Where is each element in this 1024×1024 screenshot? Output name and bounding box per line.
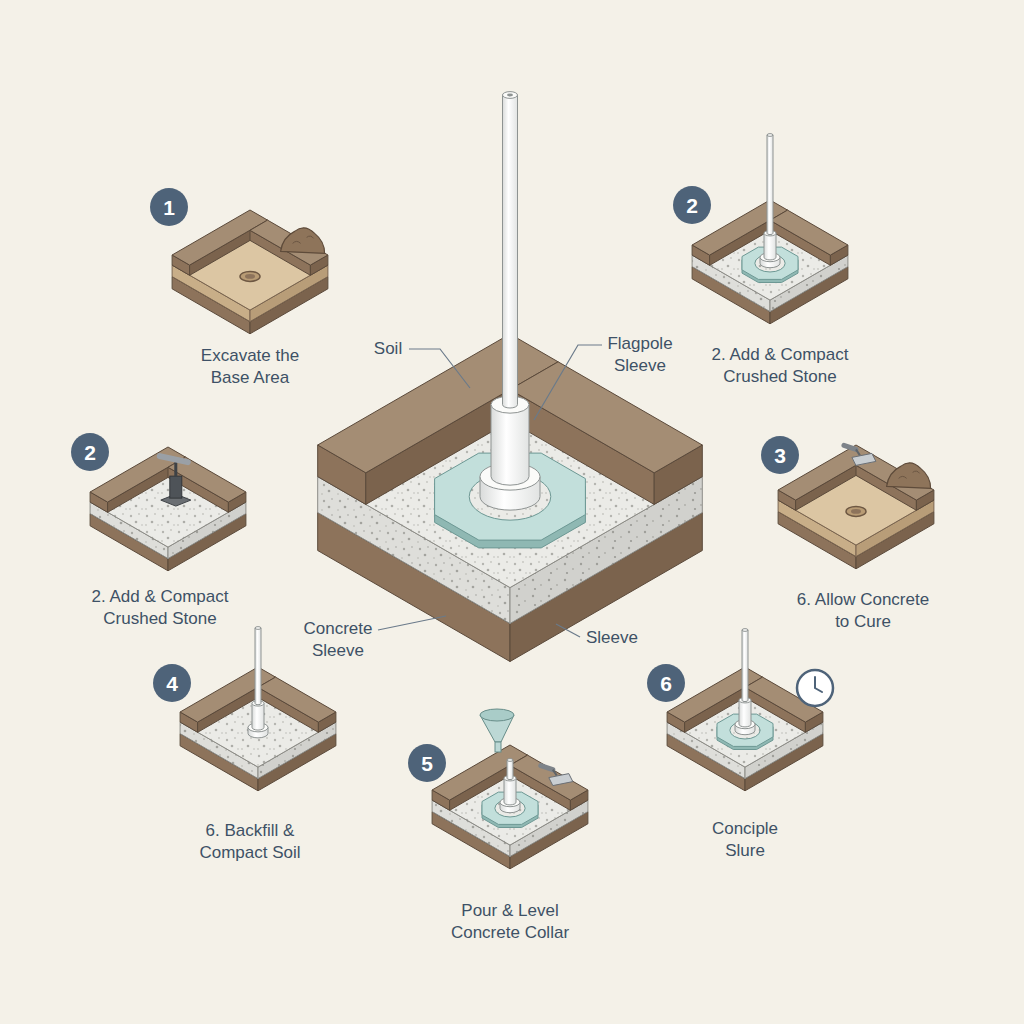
- flagpole: [503, 95, 518, 408]
- clock-face: [797, 670, 833, 706]
- flagpole: [742, 630, 748, 702]
- trowel-shank: [856, 449, 860, 455]
- trowel-blade: [852, 453, 876, 465]
- clock-hands: [815, 677, 822, 692]
- step-number: 2: [686, 195, 698, 216]
- sand-layer-top: [172, 220, 328, 310]
- flagpole-base-cutaway: [318, 92, 703, 662]
- step-number-badge: 5: [408, 744, 446, 782]
- ring-marker: [846, 506, 866, 516]
- gravel-layer-top: [90, 457, 246, 547]
- tamper-shaft: [174, 462, 177, 476]
- part-label: Flagpole Sleeve: [595, 333, 685, 377]
- step-caption: 2. Add & Compact Crushed Stone: [700, 344, 860, 388]
- step-number-badge: 3: [761, 436, 799, 474]
- flagpole: [507, 760, 513, 780]
- step-caption: 2. Add & Compact Crushed Stone: [80, 586, 240, 630]
- step-caption: 6. Backfill & Compact Soil: [190, 820, 310, 864]
- step-illustration: [778, 445, 934, 569]
- flagpole-sleeve: [252, 703, 264, 730]
- flagpole: [767, 135, 773, 235]
- flagpole-top: [255, 627, 261, 630]
- flagpole-sleeve: [504, 778, 516, 805]
- step-number: 1: [163, 197, 175, 218]
- step-illustration: [432, 709, 588, 869]
- leader-lines: [378, 345, 602, 637]
- flagpole-top: [507, 759, 513, 762]
- dirt-pile: [281, 228, 325, 254]
- trowel-shank: [553, 770, 557, 776]
- ring-marker-hole: [851, 509, 861, 514]
- flagpole-top: [503, 92, 518, 99]
- sand-layer-top: [778, 455, 934, 545]
- funnel-rim: [480, 709, 514, 721]
- flagpole-top: [742, 629, 748, 632]
- part-label: Sleeve: [577, 627, 647, 649]
- step-caption: Conciple Slure: [705, 818, 785, 862]
- soil-wall-top: [250, 220, 328, 265]
- part-label: Concrete Sleeve: [293, 618, 383, 662]
- step-number-badge: 6: [647, 664, 685, 702]
- flagpole-sleeve: [491, 405, 529, 486]
- soil-wall-top: [168, 457, 246, 502]
- dirt-pile-detail: [899, 471, 920, 478]
- part-label: Soil: [358, 338, 418, 360]
- step-number-badge: 4: [153, 664, 191, 702]
- step-illustration: [90, 447, 246, 571]
- step-number-badge: 2: [673, 186, 711, 224]
- step-number: 2: [84, 442, 96, 463]
- step-number-badge: 1: [150, 188, 188, 226]
- flagpole-top: [767, 134, 773, 137]
- tamper-body: [170, 476, 182, 498]
- flagpole-sleeve: [739, 700, 751, 727]
- step-illustration: [172, 210, 328, 334]
- soil-wall-top: [258, 677, 336, 722]
- step-number: 5: [421, 753, 433, 774]
- dirt-pile-detail: [293, 236, 314, 243]
- leader-line: [534, 345, 602, 420]
- gravel-layer-top: [432, 755, 588, 845]
- flagpole: [255, 628, 261, 705]
- step-number: 4: [166, 673, 178, 694]
- step-number: 6: [660, 673, 672, 694]
- step-number: 3: [774, 445, 786, 466]
- step-caption: Pour & Level Concrete Collar: [440, 900, 580, 944]
- step-caption: 6. Allow Concrete to Cure: [796, 589, 930, 633]
- ring-marker: [240, 271, 260, 281]
- trowel-handle: [541, 766, 553, 770]
- leader-line: [409, 349, 470, 388]
- dirt-pile: [887, 463, 931, 489]
- step-caption: Excavate the Base Area: [190, 345, 310, 389]
- trowel-handle: [844, 445, 856, 449]
- step-illustration: [692, 134, 848, 324]
- step-number-badge: 2: [71, 433, 109, 471]
- trowel-blade: [549, 774, 573, 786]
- step-illustration: [667, 629, 833, 791]
- funnel-spout: [495, 742, 501, 752]
- scene: [90, 92, 934, 869]
- ring-marker-hole: [245, 274, 255, 279]
- pole-cap: [507, 94, 513, 97]
- tamper-handle: [160, 456, 188, 462]
- flagpole-sleeve: [764, 233, 776, 260]
- leader-line: [556, 624, 580, 637]
- leader-line: [378, 616, 446, 630]
